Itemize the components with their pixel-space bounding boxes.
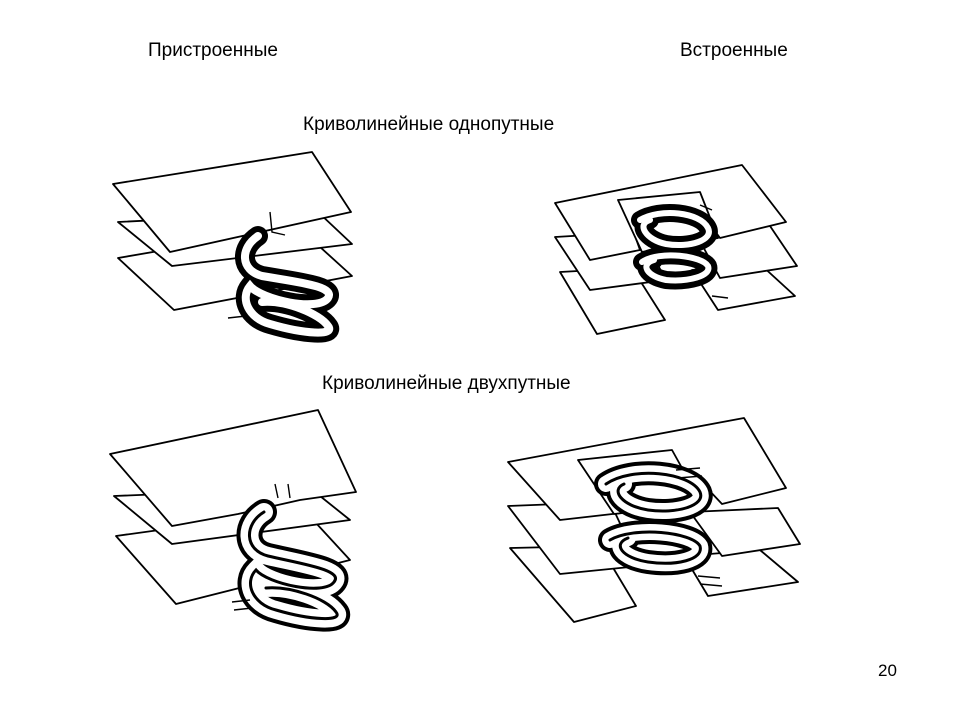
drawing-attached-single-track — [112, 151, 353, 343]
drawing-attached-double-track — [109, 409, 357, 632]
double-helical-ramp — [236, 499, 351, 632]
floor-plate — [109, 409, 357, 527]
drawing-built-in-single-track — [554, 164, 798, 335]
helical-ramp — [235, 226, 340, 343]
row-header-double-track: Криволинейные двухпутные — [322, 373, 571, 394]
page-number: 20 — [878, 661, 897, 680]
floor-plate — [689, 507, 801, 557]
row-header-single-track: Криволинейные однопутные — [303, 114, 555, 135]
double-helical-ramp — [594, 461, 713, 576]
helical-ramp — [631, 204, 718, 290]
column-header-attached: Пристроенные — [148, 40, 278, 61]
drawing-built-in-double-track — [507, 417, 801, 623]
column-header-built-in: Встроенные — [680, 40, 788, 61]
floor-plate — [112, 151, 352, 253]
